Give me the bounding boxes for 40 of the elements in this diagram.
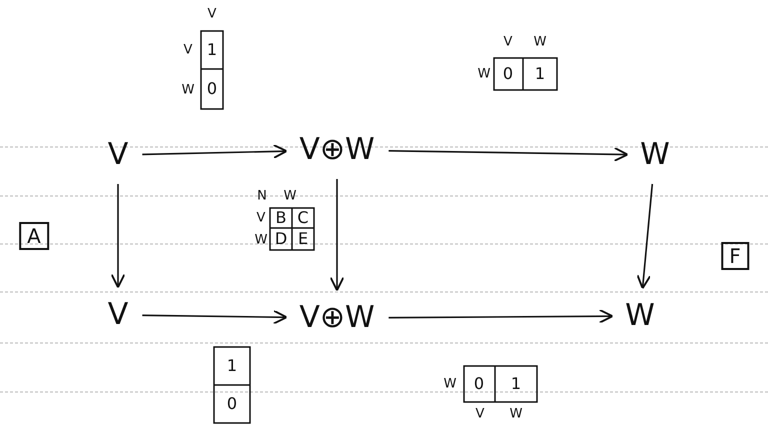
matrix-entry: 1 (206, 39, 218, 61)
math-object: V (108, 140, 128, 170)
math-object: W (625, 301, 655, 331)
matrix-index: V (208, 8, 216, 20)
arrow (636, 184, 654, 290)
matrix-index: W (510, 408, 522, 420)
math-object: V⊕W (299, 303, 375, 333)
matrix-index: W (534, 36, 546, 48)
matrix-entry: 0 (226, 393, 238, 415)
matrix-entry: 1 (534, 63, 546, 85)
matrix-index: W (478, 68, 490, 80)
arrow (142, 144, 288, 159)
matrix-entry: 0 (206, 78, 218, 100)
matrix-index: V (504, 36, 512, 48)
math-object: W (640, 140, 670, 170)
matrix-index: W (182, 84, 194, 96)
matrix-index: W (444, 378, 456, 390)
arrow (110, 184, 126, 288)
boxed-label: F (721, 242, 749, 270)
matrix-index: W (254, 234, 268, 246)
arrow (330, 179, 344, 292)
matrix-index: V (476, 408, 484, 420)
matrix-index: V (256, 212, 266, 224)
arrow (142, 310, 288, 324)
matrix-entry: B (274, 209, 288, 227)
math-object: V⊕W (299, 135, 375, 165)
matrix-entry: D (274, 230, 288, 248)
matrix-index: N (257, 190, 267, 202)
matrix-entry: 1 (510, 373, 522, 395)
arrow (388, 308, 614, 324)
matrix-entry: C (296, 209, 310, 227)
arrow (388, 147, 628, 162)
matrix-index: V (184, 44, 192, 56)
matrix-index: W (284, 190, 296, 202)
matrix-entry: 1 (226, 355, 238, 377)
matrix-entry: E (296, 230, 310, 248)
math-object: V (108, 300, 128, 330)
matrix-entry: 0 (472, 373, 486, 395)
matrix-entry: 0 (502, 63, 514, 85)
boxed-label: A (19, 222, 49, 250)
